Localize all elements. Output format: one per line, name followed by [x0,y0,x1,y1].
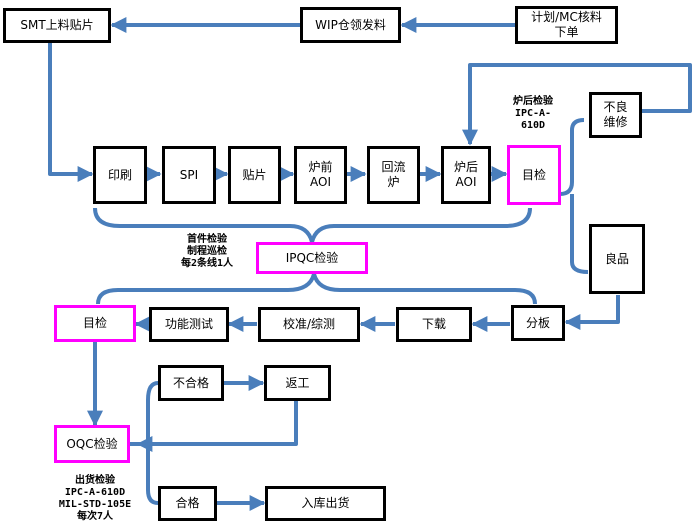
placement-box: 贴片 [228,146,281,204]
arrow-smt-to-print [48,42,94,182]
arrow-rework-to-oqc [136,401,298,452]
ipqc-box: IPQC检验 [256,242,368,274]
panel-split-box: 分板 [511,305,565,341]
smt-placement-box: SMT上料贴片 [3,8,111,43]
print-box: 印刷 [93,146,147,204]
rework-box: 返工 [264,365,331,401]
fork-visual-inspection [559,118,589,274]
pass-box: 合格 [158,486,217,521]
post-reflow-inspection-note: 炉后检验 IPC-A- 610D [513,96,553,131]
arrow-good-to-split [564,295,620,330]
calibration-box: 校准/综测 [258,307,360,342]
warehouse-shipping-box: 入库出货 [265,486,386,521]
ipqc-return-bracket [96,272,537,305]
good-product-box: 良品 [589,224,645,294]
pre-reflow-aoi-box: 炉前 AOI [294,146,347,204]
reflow-oven-box: 回流 炉 [367,146,420,204]
post-reflow-aoi-box: 炉后 AOI [441,146,491,204]
visual-inspection-box-1: 目检 [507,145,561,205]
planning-box: 计划/MC核料 下单 [515,6,618,44]
repair-box: 不良 维修 [589,92,642,138]
arrow-repair-to-postaoi [462,63,692,146]
ipqc-note: 首件检验 制程巡检 每2条线1人 [180,234,234,269]
download-box: 下载 [396,307,472,342]
spi-box: SPI [162,146,216,204]
fail-box: 不合格 [158,365,224,401]
wip-material-box: WIP仓领发料 [300,7,401,43]
oqc-box: OQC检验 [54,425,130,463]
visual-inspection-box-2: 目检 [54,305,136,342]
function-test-box: 功能测试 [149,307,229,342]
shipping-inspection-note: 出货检验 IPC-A-610D MIL-STD-105E 每次7人 [58,475,132,522]
ipqc-bracket [93,207,532,244]
